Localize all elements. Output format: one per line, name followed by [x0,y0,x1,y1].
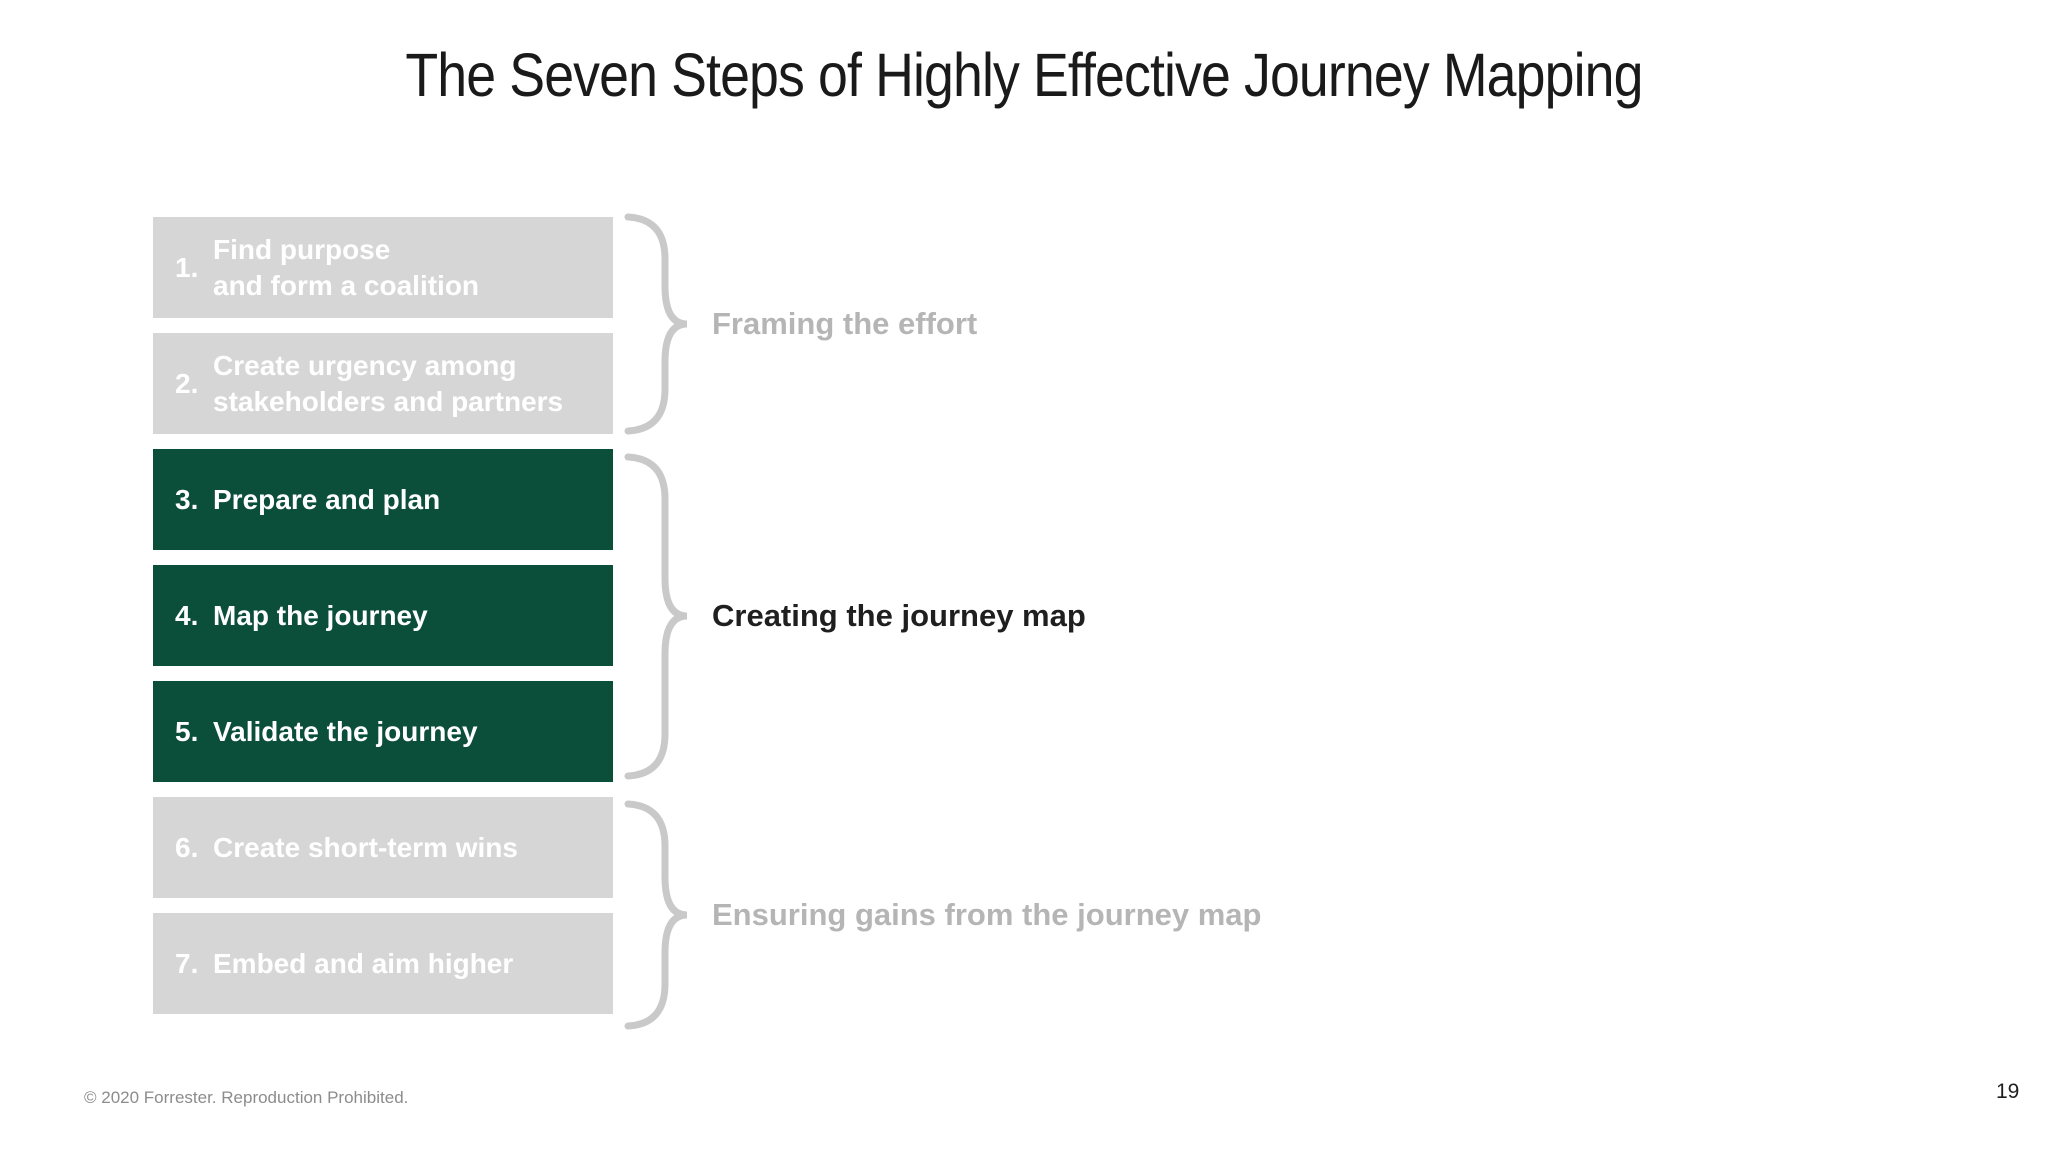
page-number: 19 [1996,1080,2020,1103]
step-number: 7. [175,947,199,979]
step-box-2: 2. Create urgency among stakeholders and… [153,333,613,434]
step-box-5: 5. Validate the journey [153,681,613,782]
step-label: Embed and aim higher [213,947,514,979]
brace-group-3-icon [624,800,688,1030]
step-label: Create short-term wins [213,831,518,863]
step-number: 4. [175,599,199,631]
step-box-6: 6. Create short-term wins [153,797,613,898]
group-label-ensuring: Ensuring gains from the journey map [712,897,1262,932]
copyright-text: © 2020 Forrester. Reproduction Prohibite… [84,1088,409,1107]
step-number: 5. [175,715,199,747]
group-label-creating: Creating the journey map [712,598,1086,633]
step-number: 3. [175,483,199,515]
step-label: Prepare and plan [213,483,441,515]
step-box-3: 3. Prepare and plan [153,449,613,550]
step-box-4: 4. Map the journey [153,565,613,666]
step-box-1: 1. Find purpose and form a coalition [153,217,613,318]
step-label: Validate the journey [213,715,478,747]
step-label: Find purpose and form a coalition [213,233,480,301]
group-label-framing: Framing the effort [712,306,978,341]
step-label: Create urgency among stakeholders and pa… [213,349,564,417]
slide-title: The Seven Steps of Highly Effective Jour… [405,41,1643,109]
step-label: Map the journey [213,599,428,631]
step-number: 2. [175,367,199,399]
steps-list: 1. Find purpose and form a coalition 2. … [153,217,613,1029]
step-number: 1. [175,251,199,283]
step-number: 6. [175,831,199,863]
brace-group-1-icon [624,213,688,435]
step-box-7: 7. Embed and aim higher [153,913,613,1014]
brace-group-2-icon [624,453,688,780]
